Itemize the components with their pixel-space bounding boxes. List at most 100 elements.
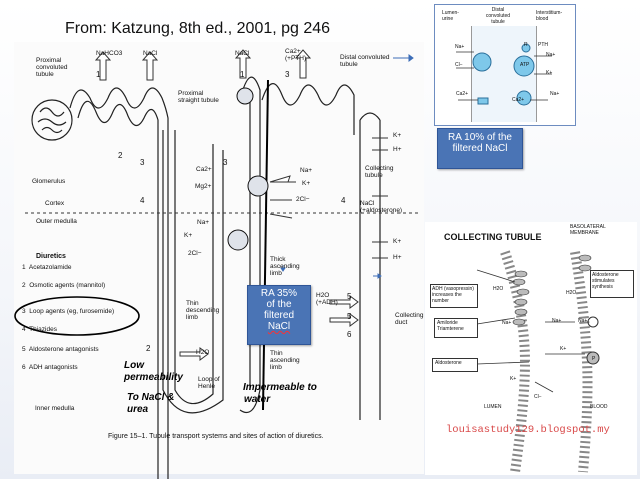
ct-na-2: Na+ xyxy=(552,318,562,324)
adh-label: ADH (vasopressin) increases the number xyxy=(432,286,474,304)
label-k-2: K+ xyxy=(393,238,402,245)
circle-number: 4 xyxy=(140,196,145,205)
ra-10-line: RA 10% of the xyxy=(448,132,512,143)
diuretic-item: 3 Loop agents (eg, furosemide) xyxy=(22,308,115,315)
label-na: Na+ xyxy=(300,167,313,174)
label-nacl-aldosterone: NaCl (+aldosterone) xyxy=(360,200,403,214)
loop-agents-highlight xyxy=(14,296,140,336)
label-proximal-convoluted: Proximal convoluted tubule xyxy=(36,57,68,78)
dct-ca-2: Ca2+ xyxy=(512,97,525,103)
ct-na-3: Na+ xyxy=(578,318,588,324)
diuretics-heading: Diuretics xyxy=(36,253,66,260)
label-h2o: H2O xyxy=(196,349,210,356)
dct-pth: PTH xyxy=(538,42,548,48)
circle-number: 5 xyxy=(347,312,352,321)
annotation-impermeable: Impermeable to xyxy=(243,382,317,393)
label-collecting-tubule: Collecting tubule xyxy=(365,165,394,179)
dct-atp: ATP xyxy=(520,62,530,68)
dct-lumen-label: Lumen-urine xyxy=(442,10,459,22)
label-inner-medulla: Inner medulla xyxy=(35,405,75,412)
dct-ca-1: Ca2+ xyxy=(456,91,469,97)
label-2cl-2: 2Cl− xyxy=(188,250,202,257)
annotation-permeability: permeability xyxy=(124,372,183,383)
label-na-2: Na+ xyxy=(197,219,210,226)
ra-35-line: filtered xyxy=(263,310,294,321)
aldo-stim-label: Aldosterone stimulates synthesis xyxy=(592,272,619,290)
annotation-water: water xyxy=(244,394,271,405)
ct-h2o-2: H2O xyxy=(566,290,577,296)
circle-number: 1 xyxy=(96,70,101,79)
label-collecting-duct: Collecting duct xyxy=(395,312,424,326)
ra-10-box: RA 10% of the filtered NaCl xyxy=(437,128,523,169)
label-h-1: H+ xyxy=(393,146,402,153)
nephron-figure xyxy=(14,42,424,474)
collecting-title: COLLECTING TUBULE xyxy=(444,232,542,242)
amiloride-box xyxy=(434,318,478,338)
label-nahco3: NaHCO3 xyxy=(96,50,123,57)
aldosterone-label: Aldosterone xyxy=(435,360,462,366)
aldo-stim-box xyxy=(590,270,634,298)
label-ca: Ca2+ xyxy=(196,166,212,173)
dct-tubule-label: Distal convoluted tubule xyxy=(485,7,511,25)
glomerulus-shape xyxy=(31,99,73,141)
dct-k: K+ xyxy=(546,70,553,76)
collecting-basolateral: BASOLATERAL MEMBRANE xyxy=(570,224,606,236)
adh-box xyxy=(430,284,478,308)
dct-na-2: Na+ xyxy=(546,52,556,58)
diuretic-item: 1 Acetazolamide xyxy=(22,264,72,271)
ct-na-1: Na+ xyxy=(502,320,512,326)
label-outer-medulla: Outer medulla xyxy=(36,218,77,225)
amiloride-label: Amiloride Triamterene xyxy=(437,320,464,332)
slide-title: From: Katzung, 8th ed., 2001, pg 246 xyxy=(65,20,331,37)
label-nacl-2: NaCl xyxy=(235,50,250,57)
circle-number: 1 xyxy=(240,70,245,79)
ra-35-line: of the xyxy=(266,299,292,310)
label-mg: Mg2+ xyxy=(195,183,212,190)
label-k-3: K+ xyxy=(184,232,193,239)
ra-35-line: NaCl xyxy=(267,321,291,332)
circle-number: 5 xyxy=(347,292,352,301)
dct-na-3: Na+ xyxy=(550,91,560,97)
ct-k-2: K+ xyxy=(510,376,517,382)
blog-credit: louisastudy129.blogspot.my xyxy=(446,424,610,436)
ra-10-line: filtered NaCl xyxy=(452,143,508,154)
collecting-tubule-inset xyxy=(425,222,637,475)
label-glomerulus: Glomerulus xyxy=(32,178,66,185)
diuretic-item: 6 ADH antagonists xyxy=(22,364,78,371)
circle-number: 3 xyxy=(140,158,145,167)
label-h2o-adh: H2O (+ADH) xyxy=(316,292,338,306)
label-k-1: K+ xyxy=(393,132,402,139)
label-distal: Distal convoluted tubule xyxy=(340,54,390,68)
label-h-2: H+ xyxy=(393,254,402,261)
diuretic-item: 2 Osmotic agents (mannitol) xyxy=(22,282,106,289)
marker-line xyxy=(262,79,269,411)
circle-number: 3 xyxy=(223,158,228,167)
ct-p: P xyxy=(592,356,596,362)
annotation-to-nacl: To NaCl & xyxy=(127,392,175,403)
figure-caption: Figure 15–1. Tubule transport systems an… xyxy=(108,433,324,440)
dct-interstitium-label: Interstitium-blood xyxy=(536,10,563,22)
ct-lumen: LUMEN xyxy=(484,404,502,410)
aldosterone-box xyxy=(432,358,478,372)
ra-35-line: RA 35% xyxy=(260,288,298,299)
dct-cl: Cl− xyxy=(455,62,463,68)
circle-number: 2 xyxy=(146,344,151,353)
annotation-urea: urea xyxy=(127,404,149,415)
collecting-tubule-diagram xyxy=(476,250,600,473)
label-thin-descending: Thin descending limb xyxy=(186,300,220,321)
label-thick-ascending: Thick ascending limb xyxy=(270,256,300,277)
label-proximal-straight: Proximal straight tubule xyxy=(178,90,219,104)
ct-k-1: K+ xyxy=(560,346,567,352)
circle-number: 4 xyxy=(341,196,346,205)
dct-inset-diagram xyxy=(456,26,552,122)
ra-35-box: RA 35% of the filtered NaCl xyxy=(247,285,311,345)
circle-number: 3 xyxy=(285,70,290,79)
label-cortex: Cortex xyxy=(45,200,65,207)
ct-blood: BLOOD xyxy=(590,404,608,410)
circle-number: 6 xyxy=(347,330,352,339)
ct-h2o-1: H2O xyxy=(493,286,504,292)
diuretic-item: 4 Thiazides xyxy=(22,326,57,333)
label-loop-henle: Loop of Henle xyxy=(198,376,220,390)
dct-na-1: Na+ xyxy=(455,44,465,50)
